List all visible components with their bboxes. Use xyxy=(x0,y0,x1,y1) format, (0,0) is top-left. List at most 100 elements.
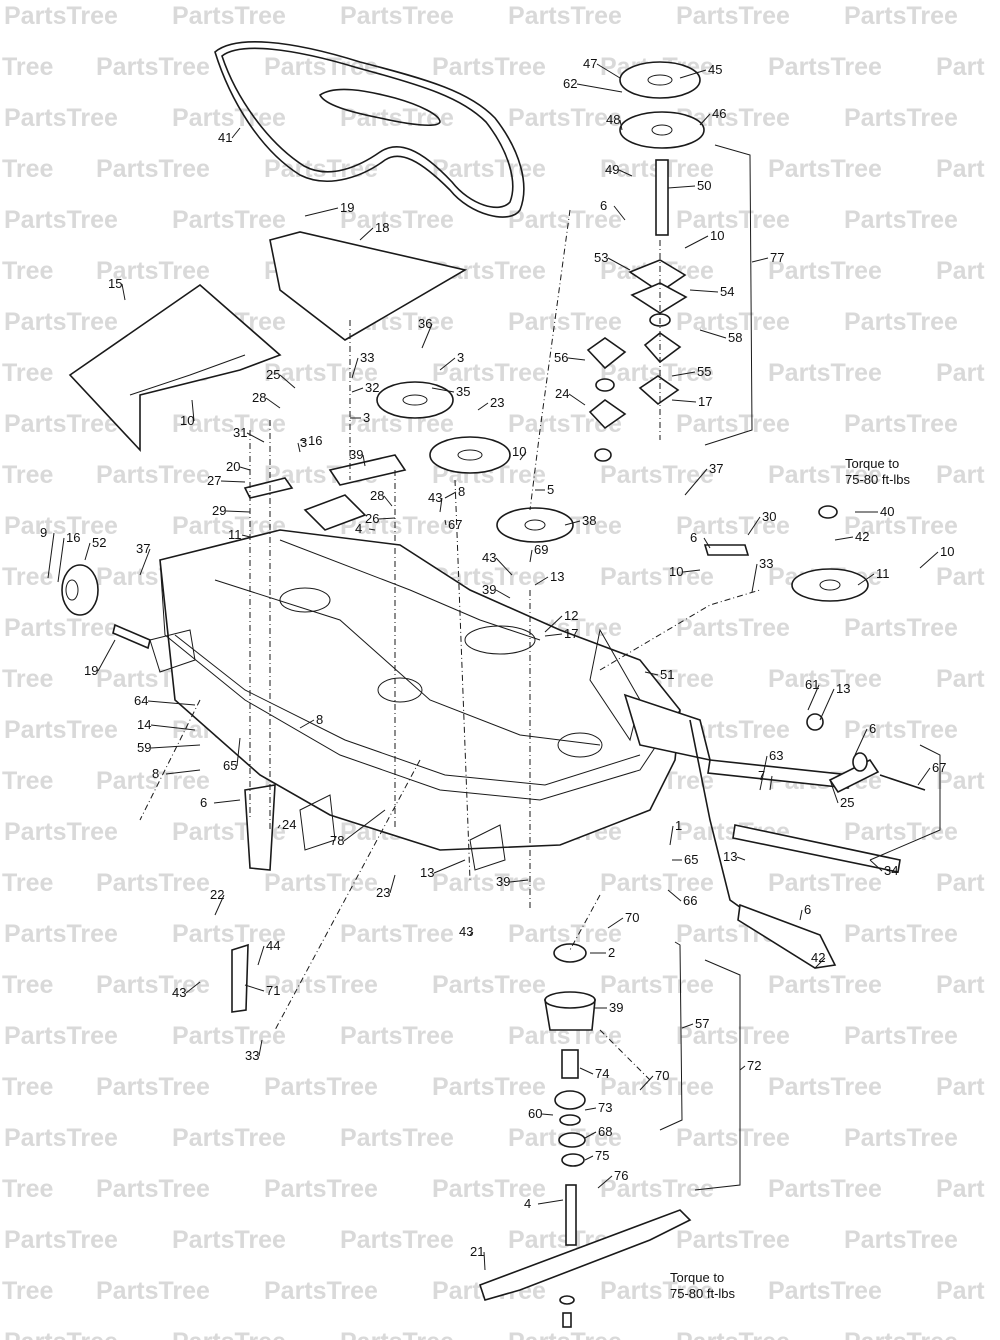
callout-60: 60 xyxy=(528,1106,554,1121)
callout-48: 48 xyxy=(606,112,623,131)
callout-leader-line xyxy=(607,257,631,271)
watermark-text: PartsTree xyxy=(96,461,210,489)
watermark-text: PartsTree xyxy=(676,2,790,30)
callout-number: 10 xyxy=(710,228,724,243)
watermark-text: PartsTree xyxy=(96,971,210,999)
callout-number: 36 xyxy=(418,316,432,331)
callout-leader-line xyxy=(362,454,366,467)
callout-leader-line xyxy=(584,1131,597,1139)
watermark-text: Tree xyxy=(2,257,54,285)
callout-75: 75 xyxy=(584,1148,609,1163)
callout-number: 13 xyxy=(723,849,737,864)
callout-50: 50 xyxy=(667,178,711,193)
callout-leader-line xyxy=(519,451,527,461)
callout-number: 18 xyxy=(375,220,389,235)
callout-11: 11 xyxy=(857,566,890,586)
callout-number: 78 xyxy=(330,833,344,848)
watermark-text: Part xyxy=(936,53,985,81)
watermark-text: PartsTree xyxy=(600,1175,714,1203)
callout-number: 44 xyxy=(266,938,280,953)
callout-58: 58 xyxy=(699,329,742,345)
callout-3: 3 xyxy=(439,350,464,371)
callout-37: 37 xyxy=(136,541,151,576)
callout-leader-line xyxy=(854,728,868,756)
callout-leader-line xyxy=(185,981,201,994)
callout-leader-line xyxy=(469,931,474,936)
callout-number: 71 xyxy=(266,983,280,998)
callout-number: 1 xyxy=(675,818,682,833)
part-drawings xyxy=(61,41,941,1328)
callout-34: 34 xyxy=(869,859,898,878)
callout-number: 4 xyxy=(355,521,362,536)
callout-13: 13 xyxy=(819,681,850,721)
callout-number: 65 xyxy=(684,852,698,867)
watermark-text: PartsTree xyxy=(4,512,118,540)
callout-leader-line xyxy=(225,510,251,513)
callout-number: 9 xyxy=(40,525,47,540)
callout-leader-line xyxy=(568,393,586,406)
watermark-text: PartsTree xyxy=(768,257,882,285)
callout-number: 61 xyxy=(805,677,819,692)
callout-3: 3 xyxy=(350,410,370,425)
callout-leader-line xyxy=(669,825,674,846)
callout-22: 22 xyxy=(210,887,224,916)
callout-leader-line xyxy=(679,69,707,79)
callout-43: 43 xyxy=(459,924,473,939)
watermark-text: PartsTree xyxy=(844,2,958,30)
callout-number: 52 xyxy=(92,535,106,550)
callout-65: 65 xyxy=(672,852,698,867)
callout-leader-line xyxy=(834,536,854,541)
callout-number: 64 xyxy=(134,693,148,708)
callout-36: 36 xyxy=(418,316,432,349)
callout-number: 2 xyxy=(608,945,615,960)
callout-number: 30 xyxy=(762,509,776,524)
callout-leader-line xyxy=(689,289,719,293)
torque-note-2-line2: 75-80 ft-lbs xyxy=(670,1286,736,1301)
callout-leader-line xyxy=(576,83,623,93)
callout-number: 48 xyxy=(606,112,620,127)
callout-65: 65 xyxy=(223,737,241,773)
callout-33: 33 xyxy=(245,1039,263,1063)
callout-number: 43 xyxy=(482,550,496,565)
watermark-text: Part xyxy=(936,155,985,183)
callout-leader-line xyxy=(703,537,711,549)
callout-leader-line xyxy=(139,548,151,576)
callout-74: 74 xyxy=(579,1066,609,1081)
callout-number: 54 xyxy=(720,284,734,299)
callout-21: 21 xyxy=(470,1244,486,1271)
callout-leader-line xyxy=(739,1065,746,1071)
callout-27: 27 xyxy=(207,473,246,488)
callout-6: 6 xyxy=(690,530,711,549)
callout-number: 43 xyxy=(172,985,186,1000)
watermark-text: PartsTree xyxy=(844,1328,958,1340)
callout-43: 43 xyxy=(482,550,513,576)
watermark-text: PartsTree xyxy=(432,155,546,183)
callout-number: 68 xyxy=(598,1124,612,1139)
callout-number: 29 xyxy=(212,503,226,518)
callout-24: 24 xyxy=(277,817,296,832)
callout-2: 2 xyxy=(590,945,615,960)
callout-leader-line xyxy=(819,688,835,721)
watermark-text: PartsTree xyxy=(600,563,714,591)
callout-leader-line xyxy=(444,491,457,499)
callout-number: 6 xyxy=(600,198,607,213)
callout-leader-line xyxy=(529,549,533,563)
callout-25: 25 xyxy=(829,779,854,810)
watermark-text: PartsTree xyxy=(4,1124,118,1152)
callout-number: 10 xyxy=(512,444,526,459)
watermark-text: PartsTree xyxy=(844,308,958,336)
callout-4: 4 xyxy=(524,1196,564,1211)
callout-25: 25 xyxy=(266,367,296,389)
callout-number: 76 xyxy=(614,1168,628,1183)
watermark-text: PartsTree xyxy=(172,410,286,438)
watermark-text: PartsTree xyxy=(432,869,546,897)
callout-number: 8 xyxy=(458,484,465,499)
watermark-text: PartsTree xyxy=(768,1175,882,1203)
watermark-text: PartsTree xyxy=(432,53,546,81)
callout-number: 56 xyxy=(554,350,568,365)
callout-leader-line xyxy=(681,1023,694,1029)
watermark-text: PartsTree xyxy=(600,1277,714,1305)
callout-26: 26 xyxy=(365,511,396,526)
callout-leader-line xyxy=(607,917,624,929)
